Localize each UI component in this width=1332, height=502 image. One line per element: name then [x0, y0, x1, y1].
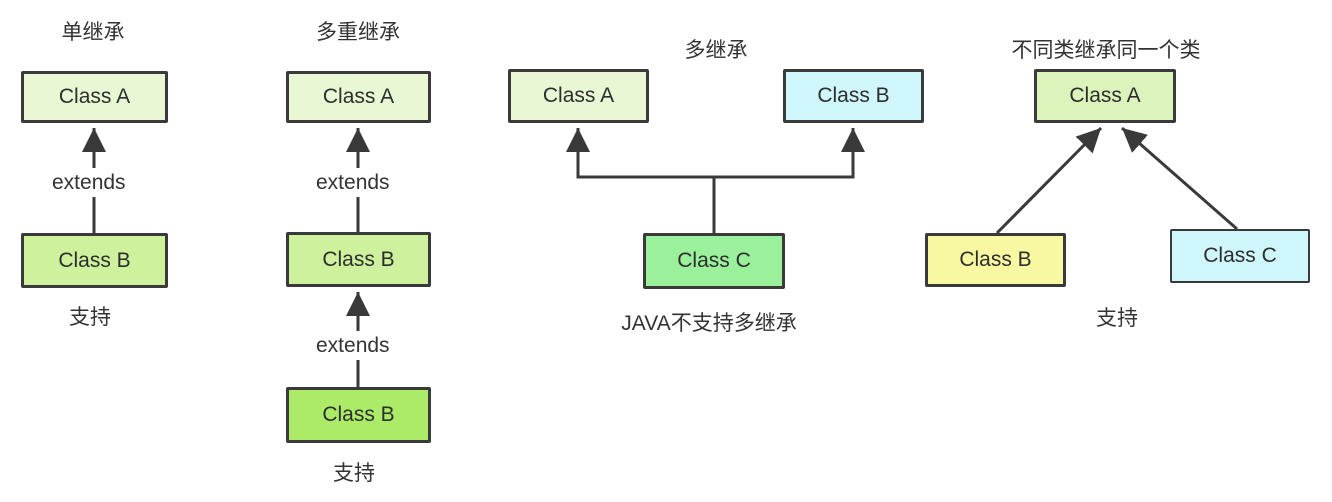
arrow-b-to-a [995, 126, 1103, 235]
class-node-label: Class B [322, 247, 395, 271]
edge-label-extends: extends [52, 168, 148, 197]
class-node-label: Class A [1069, 84, 1141, 107]
panel-caption: JAVA不支持多继承 [621, 312, 797, 335]
class-node-label: Class A [542, 84, 615, 107]
class-node-label: Class A [322, 85, 395, 108]
class-node-label: Class C [1203, 244, 1277, 267]
class-node-label: Class B [959, 248, 1032, 271]
panel-title: 多重继承 [316, 21, 400, 44]
panel-title: 不同类继承同一个类 [1011, 39, 1201, 62]
panel-caption: 支持 [69, 306, 111, 329]
class-node: Class C [643, 233, 785, 289]
edge-label-extends: extends [316, 331, 412, 360]
class-node: Class B [286, 232, 431, 287]
class-node: Class A [21, 71, 168, 123]
arrow-c2-to-a [1121, 126, 1238, 231]
class-node-label: Class C [677, 249, 751, 272]
panel-caption: 支持 [333, 462, 375, 485]
class-node-label: Class B [58, 248, 131, 272]
class-node: Class B [925, 233, 1066, 287]
class-node-label: Class B [322, 403, 395, 426]
class-node: Class B [21, 233, 168, 288]
panel-title: 多继承 [684, 39, 748, 62]
panel-caption: 支持 [1096, 307, 1138, 330]
class-node-label: Class B [817, 84, 890, 107]
class-node: Class C [1170, 229, 1310, 283]
class-node: Class B [783, 69, 924, 123]
panel-title: 单继承 [61, 21, 125, 44]
class-node-label: Class A [58, 85, 131, 108]
class-node: Class A [508, 69, 649, 123]
class-node: Class A [1034, 69, 1176, 123]
edge-label-extends: extends [316, 168, 412, 197]
class-node: Class B [286, 387, 431, 443]
class-node: Class A [286, 71, 431, 123]
